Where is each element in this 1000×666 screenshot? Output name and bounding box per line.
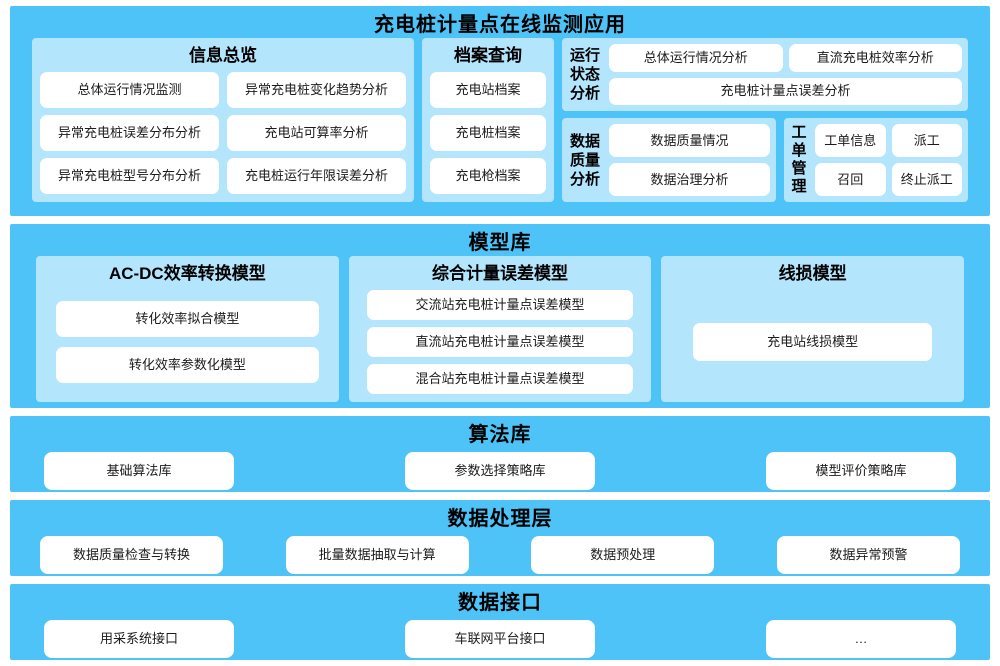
algorithm-library-item[interactable]: 模型评价策略库 [766, 452, 956, 490]
acdc-model-list: 转化效率拟合模型 转化效率参数化模型 [44, 290, 331, 394]
model-library-title: 模型库 [468, 232, 532, 254]
run-status-grid: 总体运行情况分析 直流充电桩效率分析 充电桩计量点误差分析 [609, 44, 962, 105]
model-library-body: AC-DC效率转换模型 转化效率拟合模型 转化效率参数化模型 综合计量误差模型 … [10, 256, 990, 402]
application-layer-title: 充电桩计量点在线监测应用 [374, 14, 626, 36]
algorithm-library-title: 算法库 [468, 424, 532, 446]
application-layer-section: 充电桩计量点在线监测应用 信息总览 总体运行情况监测 异常充电桩变化趋势分析 异… [10, 6, 990, 216]
data-interface-item[interactable]: … [766, 620, 956, 658]
info-overview-item[interactable]: 异常充电桩变化趋势分析 [227, 72, 406, 108]
data-processing-item[interactable]: 批量数据抽取与计算 [285, 536, 469, 574]
data-interface-item[interactable]: 车联网平台接口 [405, 620, 595, 658]
run-status-item[interactable]: 充电桩计量点误差分析 [609, 77, 962, 105]
archive-query-title: 档案查询 [454, 46, 522, 65]
data-processing-item[interactable]: 数据预处理 [531, 536, 715, 574]
comprehensive-error-model-panel: 综合计量误差模型 交流站充电桩计量点误差模型 直流站充电桩计量点误差模型 混合站… [348, 256, 652, 402]
archive-query-item[interactable]: 充电站档案 [430, 72, 546, 108]
application-layer-body: 信息总览 总体运行情况监测 异常充电桩变化趋势分析 异常充电桩误差分布分析 充电… [10, 38, 990, 202]
line-loss-model-panel: 线损模型 充电站线损模型 [661, 256, 965, 402]
comprehensive-error-model-list: 交流站充电桩计量点误差模型 直流站充电桩计量点误差模型 混合站充电桩计量点误差模… [357, 290, 644, 394]
work-order-panel: 工单管理 工单信息 派工 召回 终止派工 [784, 118, 968, 202]
info-overview-title: 信息总览 [189, 46, 257, 65]
data-processing-title: 数据处理层 [447, 508, 553, 530]
line-loss-model-title: 线损模型 [778, 264, 847, 283]
info-overview-panel: 信息总览 总体运行情况监测 异常充电桩变化趋势分析 异常充电桩误差分布分析 充电… [32, 38, 414, 202]
work-order-grid: 工单信息 派工 召回 终止派工 [815, 124, 962, 196]
data-processing-item[interactable]: 数据质量检查与转换 [40, 536, 223, 574]
acdc-model-item[interactable]: 转化效率拟合模型 [56, 301, 319, 337]
archive-query-list: 充电站档案 充电桩档案 充电枪档案 [430, 72, 546, 194]
run-status-panel: 运行状态分析 总体运行情况分析 直流充电桩效率分析 充电桩计量点误差分析 [562, 38, 968, 111]
data-quality-item[interactable]: 数据治理分析 [609, 163, 770, 196]
run-status-item[interactable]: 直流充电桩效率分析 [788, 44, 962, 72]
model-library-section: 模型库 AC-DC效率转换模型 转化效率拟合模型 转化效率参数化模型 综合计量误… [10, 224, 990, 408]
data-quality-list: 数据质量情况 数据治理分析 [609, 124, 770, 196]
archive-query-panel: 档案查询 充电站档案 充电桩档案 充电枪档案 [422, 38, 554, 202]
line-loss-model-list: 充电站线损模型 [669, 290, 956, 394]
archive-query-item[interactable]: 充电枪档案 [430, 158, 546, 194]
acdc-model-title: AC-DC效率转换模型 [108, 264, 266, 283]
data-interface-row: 用采系统接口 车联网平台接口 … [10, 620, 990, 658]
work-order-item[interactable]: 终止派工 [891, 163, 962, 196]
comprehensive-error-model-title: 综合计量误差模型 [432, 264, 568, 283]
run-status-label: 运行状态分析 [569, 47, 600, 102]
info-overview-item[interactable]: 充电桩运行年限误差分析 [227, 158, 406, 194]
info-overview-item[interactable]: 异常充电桩误差分布分析 [40, 115, 219, 151]
algorithm-library-item[interactable]: 基础算法库 [44, 452, 234, 490]
data-interface-item[interactable]: 用采系统接口 [44, 620, 234, 658]
info-overview-item[interactable]: 异常充电桩型号分布分析 [40, 158, 219, 194]
data-interface-section: 数据接口 用采系统接口 车联网平台接口 … [10, 584, 990, 660]
info-overview-item[interactable]: 总体运行情况监测 [40, 72, 219, 108]
data-processing-item[interactable]: 数据异常预警 [776, 536, 960, 574]
archive-query-item[interactable]: 充电桩档案 [430, 115, 546, 151]
comprehensive-error-model-item[interactable]: 交流站充电桩计量点误差模型 [366, 290, 634, 320]
application-bottom-row: 数据质量分析 数据质量情况 数据治理分析 工单管理 工单信息 派工 召回 终止派… [562, 118, 968, 202]
data-interface-title: 数据接口 [458, 592, 542, 614]
data-quality-item[interactable]: 数据质量情况 [609, 124, 770, 157]
application-right-column: 运行状态分析 总体运行情况分析 直流充电桩效率分析 充电桩计量点误差分析 数据质… [562, 38, 968, 202]
info-overview-item[interactable]: 充电站可算率分析 [227, 115, 406, 151]
algorithm-library-item[interactable]: 参数选择策略库 [405, 452, 595, 490]
acdc-model-item[interactable]: 转化效率参数化模型 [56, 347, 319, 383]
run-status-item[interactable]: 总体运行情况分析 [609, 44, 783, 72]
work-order-item[interactable]: 召回 [815, 163, 886, 196]
comprehensive-error-model-item[interactable]: 直流站充电桩计量点误差模型 [366, 327, 634, 357]
info-overview-grid: 总体运行情况监测 异常充电桩变化趋势分析 异常充电桩误差分布分析 充电站可算率分… [40, 72, 406, 194]
data-processing-section: 数据处理层 数据质量检查与转换 批量数据抽取与计算 数据预处理 数据异常预警 [10, 500, 990, 576]
algorithm-library-row: 基础算法库 参数选择策略库 模型评价策略库 [10, 452, 990, 490]
algorithm-library-section: 算法库 基础算法库 参数选择策略库 模型评价策略库 [10, 416, 990, 492]
work-order-item[interactable]: 工单信息 [815, 124, 886, 157]
line-loss-model-item[interactable]: 充电站线损模型 [693, 323, 933, 361]
data-processing-row: 数据质量检查与转换 批量数据抽取与计算 数据预处理 数据异常预警 [10, 536, 990, 574]
data-quality-panel: 数据质量分析 数据质量情况 数据治理分析 [562, 118, 776, 202]
work-order-item[interactable]: 派工 [891, 124, 962, 157]
acdc-model-panel: AC-DC效率转换模型 转化效率拟合模型 转化效率参数化模型 [36, 256, 339, 402]
comprehensive-error-model-item[interactable]: 混合站充电桩计量点误差模型 [366, 364, 634, 394]
work-order-label: 工单管理 [791, 124, 807, 195]
data-quality-label: 数据质量分析 [569, 132, 600, 188]
